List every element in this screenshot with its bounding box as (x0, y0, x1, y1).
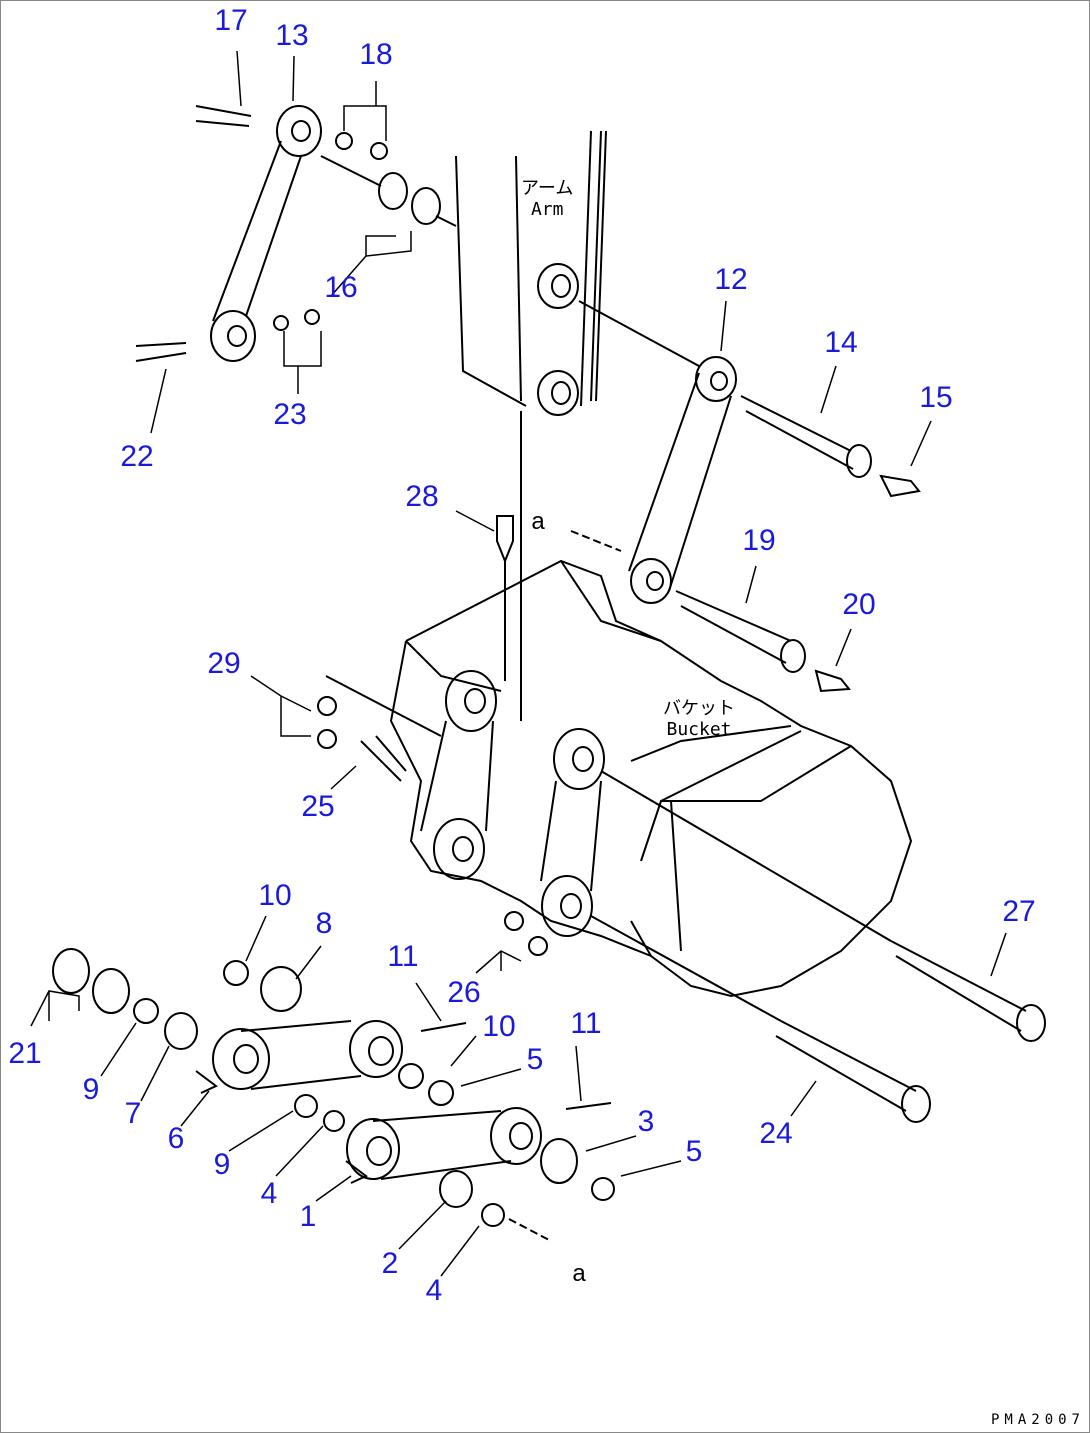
lower-links (52, 948, 615, 1242)
part-label: 15 (919, 381, 953, 414)
part-label: 2 (381, 1247, 399, 1280)
part-label: 1 (299, 1200, 317, 1233)
arm (455, 130, 607, 721)
part-label: 4 (425, 1274, 443, 1307)
part-label: 13 (275, 19, 309, 52)
part-label: 11 (387, 940, 419, 973)
part-label: 25 (301, 790, 335, 823)
part-label: 11 (570, 1007, 602, 1040)
part-label: 7 (124, 1097, 142, 1130)
pins (590, 770, 1046, 1123)
part-label: 26 (447, 976, 481, 1009)
bucket (317, 515, 913, 998)
part-label: 20 (842, 588, 876, 621)
part-label: 10 (482, 1010, 516, 1043)
bucket-note-jp: バケット (663, 698, 735, 719)
part-label: 16 (324, 271, 358, 304)
part-label: 22 (120, 440, 154, 473)
part-label: 6 (167, 1122, 185, 1155)
part-label: 5 (526, 1043, 544, 1076)
part-label: 23 (273, 398, 307, 431)
part-label: 29 (207, 647, 241, 680)
part-label: 18 (359, 38, 393, 71)
arm-note-jp: アーム (521, 178, 574, 199)
part-label: 8 (315, 907, 333, 940)
part-label: 24 (759, 1117, 793, 1150)
view-marker: a (572, 1260, 586, 1287)
arm-note-en: Arm (530, 198, 564, 220)
part-label: 27 (1002, 895, 1036, 928)
bucket-note-en: Bucket (666, 718, 732, 740)
drawing-code: PMA2007 (990, 1412, 1085, 1428)
link-12 (570, 300, 921, 693)
part-label: 19 (742, 524, 776, 557)
view-marker: a (531, 508, 545, 535)
link-13 (135, 105, 457, 362)
part-label: 14 (824, 326, 858, 359)
part-label: 9 (213, 1148, 231, 1181)
part-label: 21 (8, 1037, 42, 1070)
leader-lines (30, 50, 1007, 1277)
part-label: 3 (637, 1105, 655, 1138)
part-label: 9 (82, 1073, 100, 1106)
part-label: 4 (260, 1177, 278, 1210)
part-label: 5 (685, 1135, 703, 1168)
part-label: 17 (214, 4, 248, 37)
bucket-note: バケット Bucket (663, 698, 735, 740)
arm-note: アーム Arm (521, 178, 574, 220)
part-label: 10 (258, 879, 292, 912)
part-label: 12 (714, 263, 748, 296)
part-label: 28 (405, 480, 439, 513)
